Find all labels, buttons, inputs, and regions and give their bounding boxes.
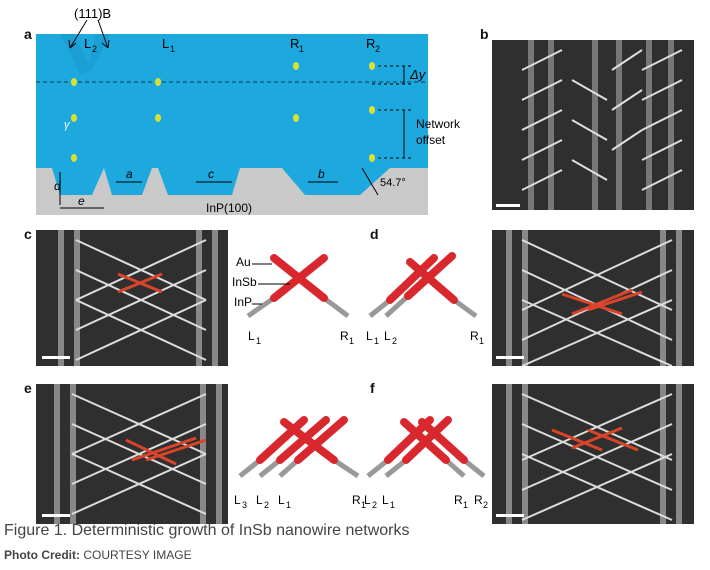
scale-bar-b	[496, 204, 520, 207]
sem-image-f	[492, 384, 694, 524]
figure-caption: Figure 1. Deterministic growth of InSb n…	[4, 522, 410, 539]
svg-text:c: c	[208, 167, 214, 181]
sem-image-d	[492, 230, 694, 366]
svg-text:1: 1	[299, 44, 304, 54]
svg-text:a: a	[126, 167, 133, 181]
svg-text:Δy: Δy	[409, 67, 427, 82]
svg-text:1: 1	[390, 500, 395, 510]
svg-text:L: L	[84, 36, 91, 51]
figure-1: (111)B L 2 L 1 R 1 R 2 Δy Network offset…	[24, 6, 694, 524]
credit-value: COURTESY IMAGE	[83, 548, 192, 562]
svg-text:54.7°: 54.7°	[380, 177, 406, 189]
svg-text:1: 1	[256, 336, 261, 346]
svg-text:R: R	[352, 493, 361, 507]
facet-label: (111)B	[74, 6, 111, 21]
svg-text:d: d	[54, 179, 61, 193]
svg-text:R: R	[366, 36, 375, 51]
photo-credit: Photo Credit: COURTESY IMAGE	[4, 548, 192, 562]
schematic-e: L 3 L 2 L 1 R 1	[234, 416, 366, 510]
svg-text:2: 2	[483, 500, 488, 510]
svg-text:2: 2	[92, 44, 97, 54]
svg-text:2: 2	[372, 500, 377, 510]
svg-text:InP: InP	[234, 295, 252, 309]
svg-text:L: L	[162, 36, 169, 51]
svg-text:L: L	[278, 493, 285, 507]
svg-text:offset: offset	[416, 133, 446, 147]
panel-label-c: c	[24, 226, 32, 242]
svg-text:2: 2	[264, 500, 269, 510]
svg-text:L: L	[382, 493, 389, 507]
svg-text:L: L	[234, 493, 241, 507]
svg-text:1: 1	[349, 336, 354, 346]
svg-text:R: R	[470, 329, 479, 343]
svg-text:1: 1	[374, 336, 379, 346]
scale-bar-c	[42, 356, 70, 359]
panel-label-b: b	[480, 26, 489, 42]
schematic-f: L 2 L 1 R 1 R 2	[364, 416, 488, 510]
scale-bar-e	[42, 514, 70, 517]
au-catalyst-dots	[71, 62, 375, 162]
sem-image-c	[36, 230, 228, 366]
schematic-c: Au InSb InP L 1 R 1	[232, 254, 354, 346]
svg-text:1: 1	[361, 500, 366, 510]
svg-text:1: 1	[286, 500, 291, 510]
svg-text:L: L	[364, 493, 371, 507]
svg-text:γ: γ	[64, 119, 71, 131]
svg-text:R: R	[340, 329, 349, 343]
svg-text:Network: Network	[416, 117, 461, 131]
svg-text:1: 1	[463, 500, 468, 510]
svg-text:R: R	[474, 493, 483, 507]
svg-text:1: 1	[170, 44, 175, 54]
svg-text:R: R	[290, 36, 299, 51]
svg-text:1: 1	[479, 336, 484, 346]
svg-text:2: 2	[375, 44, 380, 54]
panel-label-d: d	[370, 226, 379, 242]
panel-a-schematic: (111)B L 2 L 1 R 1 R 2 Δy Network offset…	[36, 6, 461, 215]
trench-profile	[36, 34, 428, 195]
scale-bar-d	[496, 356, 524, 359]
svg-text:InP(100): InP(100)	[206, 201, 252, 215]
scale-bar-f	[496, 514, 524, 517]
svg-text:b: b	[318, 167, 325, 181]
svg-text:3: 3	[242, 500, 247, 510]
svg-text:e: e	[78, 194, 85, 208]
svg-text:R: R	[454, 493, 463, 507]
svg-text:L: L	[366, 329, 373, 343]
sem-image-b	[492, 40, 694, 210]
panel-label-e: e	[24, 380, 32, 396]
credit-label: Photo Credit:	[4, 548, 80, 562]
svg-text:InSb: InSb	[232, 275, 257, 289]
svg-text:L: L	[384, 329, 391, 343]
svg-text:L: L	[256, 493, 263, 507]
svg-text:2: 2	[392, 336, 397, 346]
schematic-d: L 1 L 2 R 1	[366, 252, 484, 346]
sem-image-e	[36, 384, 228, 524]
panel-label-a: a	[24, 26, 32, 42]
svg-text:L: L	[248, 329, 255, 343]
panel-label-f: f	[370, 380, 375, 396]
svg-text:Au: Au	[236, 255, 251, 269]
